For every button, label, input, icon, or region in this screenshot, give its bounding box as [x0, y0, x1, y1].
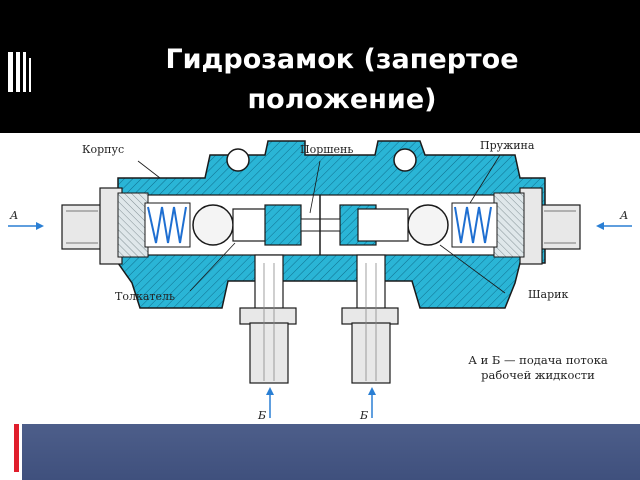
decorative-stripes	[8, 52, 31, 92]
title-bar: Гидрозамок (запертое положение)	[0, 0, 640, 133]
label-piston: Поршень	[300, 143, 353, 156]
right-port-b	[341, 254, 399, 384]
footer-accent	[14, 424, 19, 472]
caption-line1: А и Б — подача потока	[468, 353, 608, 367]
slide-title: Гидрозамок (запертое положение)	[62, 40, 622, 120]
piston-assembly	[232, 195, 409, 255]
left-spring	[144, 202, 191, 248]
arrow-b-left	[266, 387, 274, 418]
label-port-a-left: А	[9, 209, 18, 222]
label-body: Корпус	[82, 143, 124, 156]
arrow-b-right	[368, 387, 376, 418]
left-port-b	[239, 254, 297, 384]
arrow-a-left	[8, 222, 44, 230]
right-spring	[451, 202, 498, 248]
leader-lines	[137, 154, 506, 294]
hydraulic-lock-diagram: Корпус Поршень Пружина Толкатель Шарик А…	[8, 139, 632, 422]
slide-title-line2: положение)	[247, 84, 437, 115]
slide-title-line1: Гидрозамок (запертое	[165, 44, 519, 75]
left-ball	[192, 204, 234, 246]
label-spring: Пружина	[480, 139, 535, 152]
footer-bar	[22, 424, 640, 480]
caption-line2: рабочей жидкости	[481, 368, 595, 382]
label-ball: Шарик	[528, 288, 568, 301]
right-ball	[407, 204, 449, 246]
right-end-fitting	[493, 187, 581, 265]
label-port-b-left: Б	[257, 409, 266, 422]
left-end-fitting	[61, 187, 149, 265]
arrow-a-right	[596, 222, 632, 230]
label-port-b-right: Б	[359, 409, 368, 422]
diagram-caption: А и Б — подача потока рабочей жидкости	[450, 353, 626, 383]
label-pusher: Толкатель	[115, 290, 175, 303]
label-port-a-right: А	[619, 209, 628, 222]
